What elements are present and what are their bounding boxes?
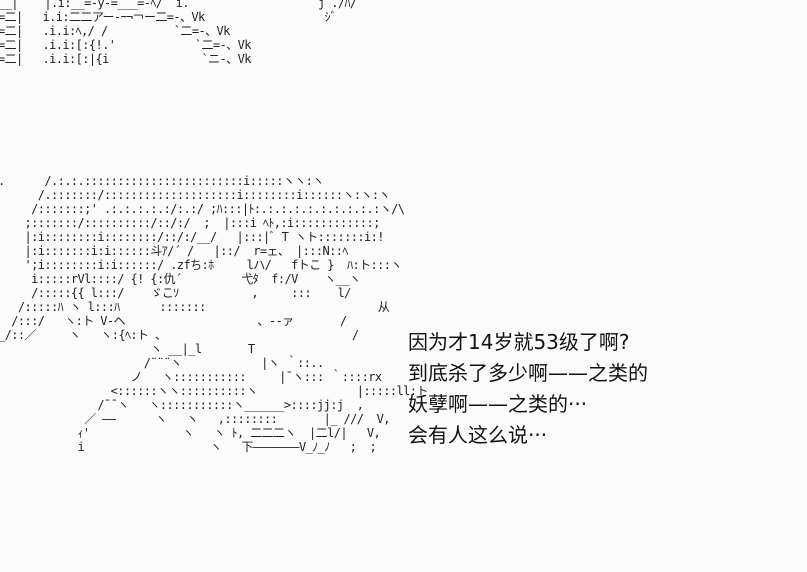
narration-line-2: 到底杀了多少啊——之类的 bbox=[408, 361, 648, 385]
narration-line-3: 妖孽啊——之类的··· bbox=[408, 392, 588, 416]
narration-line-1: 因为才14岁就53级了啊? bbox=[408, 330, 630, 354]
ascii-art-top-right-fragment: j ./ﾊ/ ｼﾞ bbox=[318, 0, 357, 24]
ascii-art-top-fragment: __| |.i:__=-y-=___=-ﾍ/ i. =二| i.i:二二アー-ｰ… bbox=[0, 0, 251, 66]
narration-line-4: 会有人这么说··· bbox=[408, 423, 548, 447]
ascii-art-character-figure: . /.:.:.::::::::::::::::::::::::i:::::ヽヽ… bbox=[0, 174, 428, 454]
narration-text-block: 因为才14岁就53级了啊? 到底杀了多少啊——之类的 妖孽啊——之类的··· 会… bbox=[408, 327, 798, 451]
